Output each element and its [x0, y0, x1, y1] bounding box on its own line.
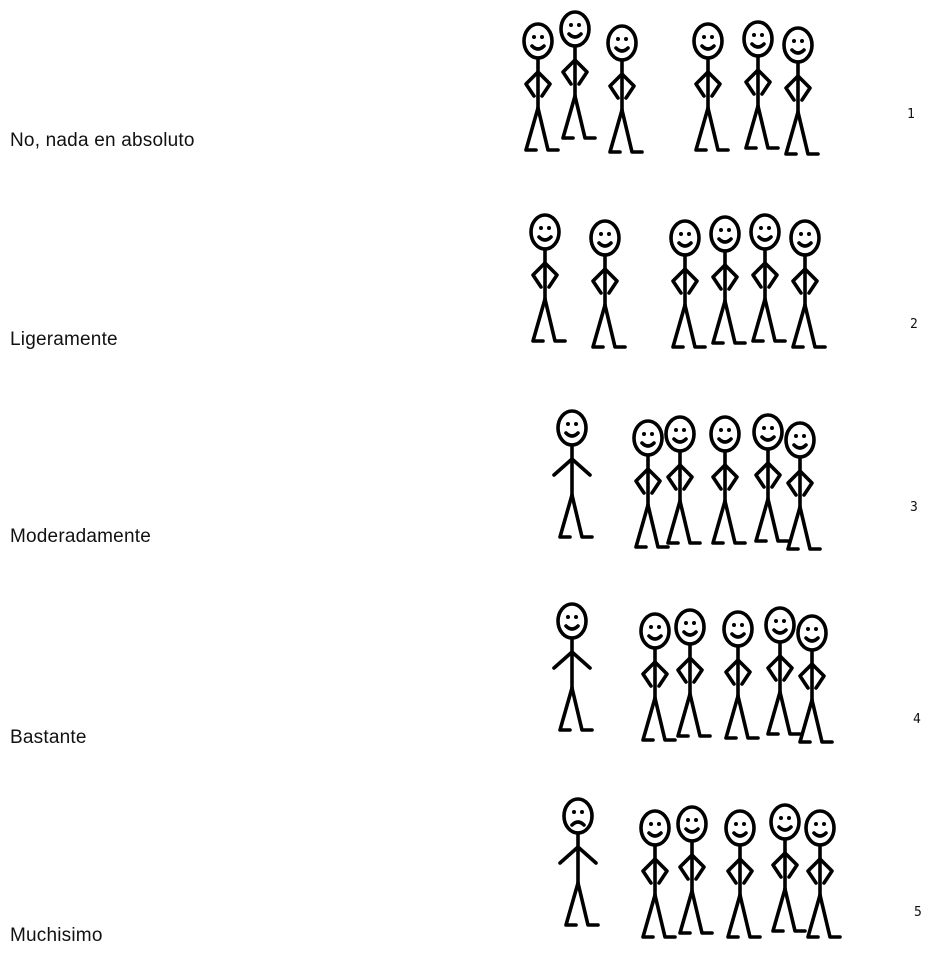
- sad-person-icon: [558, 797, 600, 927]
- person-icon: [796, 614, 834, 744]
- stick-figures-row-2: [500, 198, 860, 378]
- person-icon: [639, 612, 677, 742]
- scale-number-4: 4: [913, 712, 921, 727]
- person-icon: [692, 22, 730, 152]
- stick-figures-illustration: [529, 213, 827, 349]
- scale-number-1: 1: [907, 107, 915, 122]
- stick-figures-row-1: [500, 5, 860, 185]
- scale-number-2: 2: [910, 317, 918, 332]
- person-icon: [764, 606, 802, 736]
- stick-figures-row-4: [500, 585, 860, 765]
- person-icon: [669, 219, 707, 349]
- person-icon: [589, 219, 627, 349]
- person-icon: [722, 610, 760, 740]
- person-icon: [674, 608, 712, 738]
- person-icon: [552, 602, 594, 732]
- scale-label-1: No, nada en absoluto: [10, 130, 195, 151]
- person-icon: [784, 421, 822, 551]
- scale-label-2: Ligeramente: [10, 329, 118, 350]
- person-icon: [782, 26, 820, 156]
- scale-label-5: Muchisimo: [10, 925, 103, 946]
- person-icon: [639, 809, 677, 939]
- scale-label-3: Moderadamente: [10, 526, 151, 547]
- person-icon: [724, 809, 762, 939]
- person-icon: [529, 213, 567, 343]
- scale-number-5: 5: [914, 905, 922, 920]
- stick-figures-illustration: [552, 409, 822, 551]
- person-icon: [606, 24, 644, 154]
- person-icon: [752, 413, 790, 543]
- person-icon: [749, 213, 787, 343]
- stick-figures-row-5: [500, 778, 860, 958]
- stick-figures-illustration: [552, 602, 834, 744]
- stick-figures-illustration: [558, 797, 842, 939]
- person-icon: [676, 805, 714, 935]
- person-icon: [522, 22, 560, 152]
- stick-figures-row-3: [500, 392, 860, 572]
- person-icon: [804, 809, 842, 939]
- person-icon: [632, 419, 670, 549]
- person-icon: [559, 10, 597, 140]
- person-icon: [709, 215, 747, 345]
- stick-figures-illustration: [522, 10, 820, 156]
- person-icon: [664, 415, 702, 545]
- scale-label-4: Bastante: [10, 727, 87, 748]
- person-icon: [769, 803, 807, 933]
- person-icon: [742, 20, 780, 150]
- scale-number-3: 3: [910, 500, 918, 515]
- person-icon: [709, 415, 747, 545]
- person-icon: [789, 219, 827, 349]
- person-icon: [552, 409, 594, 539]
